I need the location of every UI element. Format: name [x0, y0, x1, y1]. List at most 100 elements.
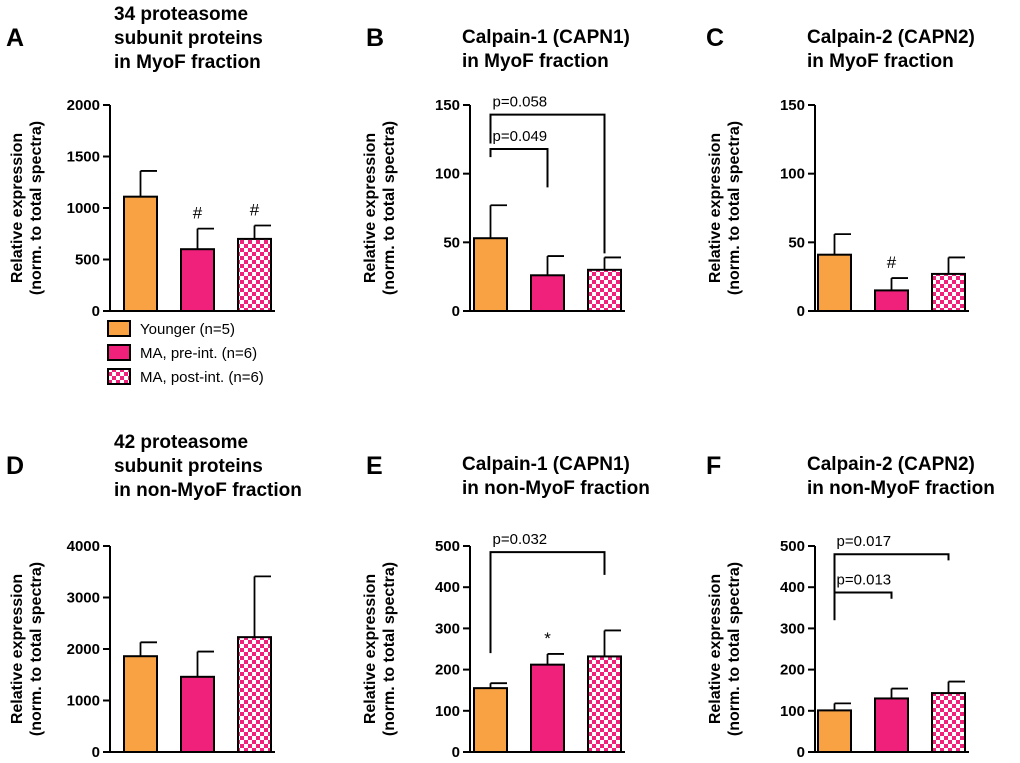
bar — [874, 697, 909, 754]
panel-title-line: subunit proteins — [114, 456, 263, 477]
bar — [473, 687, 508, 754]
y-tick-label: 300 — [435, 620, 460, 637]
panel-a: A 34 proteasome subunit proteins in MyoF fr… — [6, 4, 275, 320]
y-tick-label: 0 — [452, 303, 460, 320]
y-axis-label-line: Relative expression — [9, 133, 26, 283]
y-axis-label-line: Relative expression — [707, 574, 724, 724]
y-tick-label: 100 — [435, 166, 460, 183]
y-tick-label: 150 — [435, 97, 460, 114]
bar — [237, 237, 272, 312]
y-tick-label: 500 — [780, 538, 805, 555]
panel-title-line: Calpain-2 (CAPN2) — [807, 27, 975, 48]
bar — [587, 655, 622, 754]
legend-label: Younger (n=5) — [140, 321, 235, 338]
panel-label: E — [366, 452, 383, 480]
y-axis-label-line: (norm. to total spectra) — [28, 121, 45, 295]
y-tick-label: 2000 — [67, 97, 100, 114]
panel-label: F — [706, 452, 721, 480]
comparison-bracket — [489, 113, 606, 254]
p-value-label: p=0.013 — [837, 572, 892, 589]
panel-c: C Calpain-2 (CAPN2) in MyoF fractionRelati… — [706, 24, 975, 320]
y-tick-label: 100 — [780, 703, 805, 720]
legend-label: MA, post-int. (n=6) — [140, 369, 264, 386]
y-tick-label: 0 — [797, 303, 805, 320]
panel-label: A — [6, 24, 24, 52]
y-axis-label-line: (norm. to total spectra) — [381, 562, 398, 736]
panel-label: C — [706, 24, 724, 52]
significance-mark: # — [250, 201, 260, 220]
y-tick-label: 0 — [92, 744, 100, 761]
y-tick-label: 50 — [443, 234, 460, 251]
panel-title-line: 42 proteasome — [114, 432, 248, 453]
y-tick-label: 0 — [92, 303, 100, 320]
panel-title-line: in MyoF fraction — [807, 51, 954, 72]
panel-title-line: Calpain-2 (CAPN2) — [807, 454, 975, 475]
significance-mark: # — [887, 253, 897, 272]
bar — [874, 289, 909, 312]
panel-label: D — [6, 452, 24, 480]
panel-title-line: in MyoF fraction — [114, 52, 261, 73]
y-tick-label: 3000 — [67, 590, 100, 607]
p-value-label: p=0.058 — [493, 94, 548, 111]
y-tick-label: 150 — [780, 97, 805, 114]
y-tick-label: 0 — [452, 744, 460, 761]
y-axis-label-line: (norm. to total spectra) — [28, 562, 45, 736]
bar — [817, 253, 852, 312]
bar — [587, 268, 622, 312]
y-tick-label: 50 — [788, 234, 805, 251]
y-tick-label: 400 — [780, 579, 805, 596]
y-tick-label: 100 — [780, 166, 805, 183]
y-tick-label: 4000 — [67, 538, 100, 555]
legend-swatch — [107, 368, 131, 385]
y-axis-label-line: (norm. to total spectra) — [726, 121, 743, 295]
bar — [237, 636, 272, 754]
y-tick-label: 500 — [75, 252, 100, 269]
y-tick-label: 200 — [780, 662, 805, 679]
significance-mark: * — [544, 629, 551, 648]
panel-title-line: 34 proteasome — [114, 4, 248, 25]
bar — [931, 272, 966, 313]
y-tick-label: 300 — [780, 620, 805, 637]
y-axis-label-line: Relative expression — [707, 133, 724, 283]
y-tick-label: 400 — [435, 579, 460, 596]
bar — [180, 675, 215, 753]
panel-label: B — [366, 24, 384, 52]
panel-title-line: subunit proteins — [114, 28, 263, 49]
bar — [931, 692, 966, 753]
y-tick-label: 500 — [435, 538, 460, 555]
bar — [180, 248, 215, 312]
legend-label: MA, pre-int. (n=6) — [140, 345, 257, 362]
panel-title-line: in non-MyoF fraction — [114, 480, 302, 501]
significance-mark: # — [193, 204, 203, 223]
legend-swatch — [107, 320, 131, 337]
y-tick-label: 2000 — [67, 641, 100, 658]
bar — [530, 663, 565, 754]
comparison-bracket — [489, 551, 606, 654]
y-axis-label-line: (norm. to total spectra) — [726, 562, 743, 736]
comparison-bracket — [833, 553, 950, 621]
panel-title-line: Calpain-1 (CAPN1) — [462, 454, 630, 475]
y-tick-label: 200 — [435, 662, 460, 679]
y-axis-label-line: (norm. to total spectra) — [381, 121, 398, 295]
legend-swatch — [107, 344, 131, 361]
bar — [473, 237, 508, 312]
bar — [817, 709, 852, 753]
bar — [123, 195, 158, 312]
panel-d: D 42 proteasome subunit proteins in non-Myo… — [6, 432, 302, 761]
y-axis-label-line: Relative expression — [362, 574, 379, 724]
bar — [530, 274, 565, 312]
panel-title-line: Calpain-1 (CAPN1) — [462, 27, 630, 48]
legend: Younger (n=5) MA, pre-int. (n=6) MA, post-… — [107, 320, 264, 386]
y-axis-label-line: Relative expression — [9, 574, 26, 724]
y-tick-label: 1000 — [67, 200, 100, 217]
comparison-bracket — [489, 147, 549, 188]
p-value-label: p=0.032 — [493, 531, 548, 548]
y-tick-label: 1500 — [67, 149, 100, 166]
p-value-label: p=0.017 — [837, 533, 892, 550]
y-axis-label-line: Relative expression — [362, 133, 379, 283]
comparison-bracket — [833, 591, 893, 621]
